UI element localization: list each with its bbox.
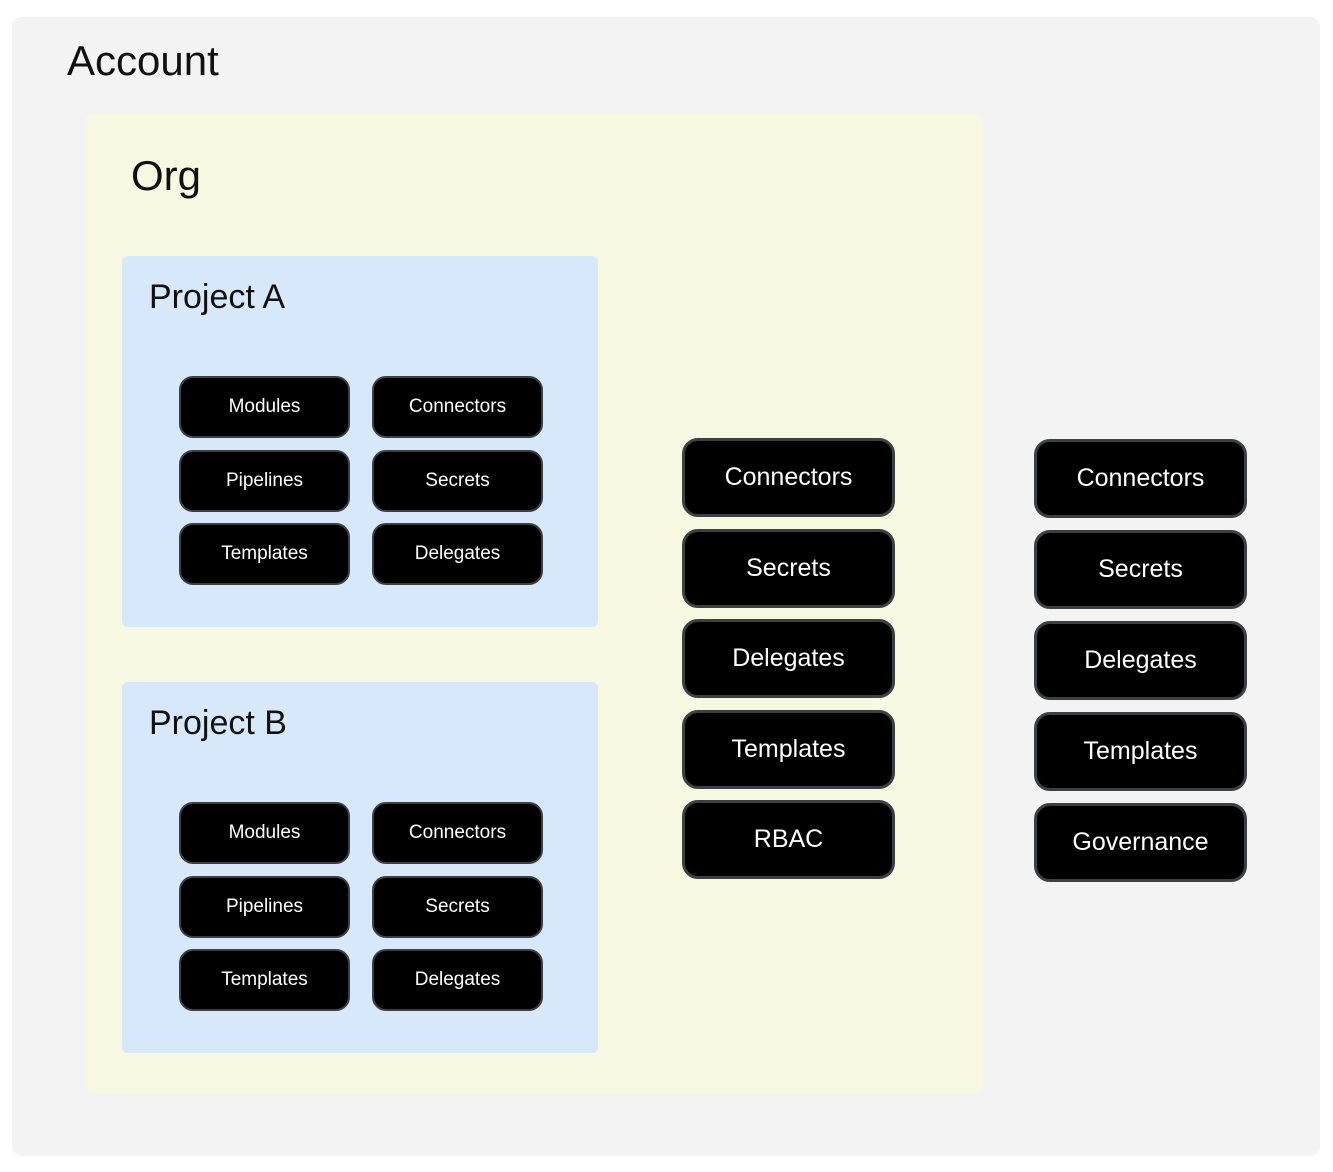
project-a-pill-templates: Templates (179, 523, 350, 585)
project-b-container: Project B Modules Connectors Pipelines S… (122, 682, 598, 1053)
org-pill-column: Connectors Secrets Delegates Templates R… (682, 438, 895, 879)
account-pill-column: Connectors Secrets Delegates Templates G… (1034, 439, 1247, 882)
org-title: Org (131, 152, 202, 199)
project-b-pill-connectors: Connectors (372, 802, 543, 864)
account-pill-connectors: Connectors (1034, 439, 1247, 518)
org-pill-rbac: RBAC (682, 800, 895, 879)
project-b-pill-secrets: Secrets (372, 875, 543, 938)
org-pill-connectors: Connectors (682, 438, 895, 517)
project-b-title: Project B (149, 704, 287, 742)
project-a-pill-grid: Modules Connectors Pipelines Secrets Tem… (179, 376, 543, 585)
project-a-title: Project A (149, 278, 286, 316)
account-pill-governance: Governance (1034, 803, 1247, 882)
project-a-pill-modules: Modules (179, 376, 350, 438)
project-b-pill-delegates: Delegates (372, 949, 543, 1011)
project-b-pill-templates: Templates (179, 949, 350, 1011)
project-a-pill-pipelines: Pipelines (179, 449, 350, 512)
account-pill-secrets: Secrets (1034, 530, 1247, 609)
org-pill-delegates: Delegates (682, 619, 895, 698)
account-title: Account (67, 37, 219, 84)
project-a-pill-delegates: Delegates (372, 523, 543, 585)
org-pill-templates: Templates (682, 709, 895, 789)
project-a-pill-secrets: Secrets (372, 449, 543, 512)
project-a-pill-connectors: Connectors (372, 376, 543, 438)
org-container: Org Project A Modules Connectors Pipelin… (86, 113, 983, 1093)
account-pill-templates: Templates (1034, 712, 1247, 791)
project-b-pill-pipelines: Pipelines (179, 875, 350, 938)
project-b-pill-grid: Modules Connectors Pipelines Secrets Tem… (179, 802, 543, 1011)
project-a-container: Project A Modules Connectors Pipelines S… (122, 256, 598, 627)
account-pill-delegates: Delegates (1034, 621, 1247, 700)
project-b-pill-modules: Modules (179, 802, 350, 864)
account-container: Account Org Project A Modules Connectors… (12, 17, 1320, 1156)
org-pill-secrets: Secrets (682, 528, 895, 608)
